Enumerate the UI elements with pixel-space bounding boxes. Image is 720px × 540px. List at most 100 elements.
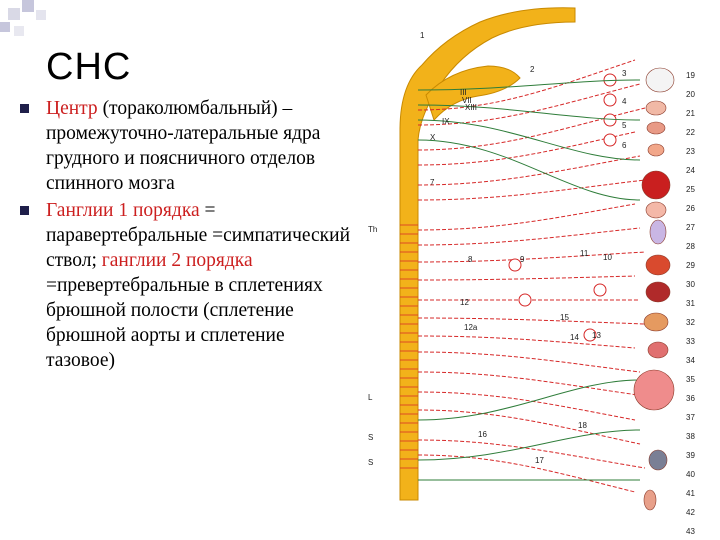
sympathetic-pathway [417,335,636,349]
sympathetic-pathway [417,203,636,231]
figure-label: 17 [535,456,544,465]
figure-label: 28 [686,242,695,251]
figure-label: X [430,133,436,142]
figure-label: 39 [686,451,695,460]
eye-organ [645,67,675,93]
bullet-2-text-2: =превертебральные в сплетениях брюшной п… [46,275,323,371]
figure-label: 36 [686,394,695,403]
figure-label: III [460,88,467,97]
figure-label: 11 [580,249,589,258]
figure-label: 35 [686,375,695,384]
spleen-organ [647,341,669,359]
slide-title: СНС [46,46,132,88]
gland-organ [646,121,666,135]
parasympathetic-pathway [417,79,641,91]
figure-label: 25 [686,185,695,194]
figure-label: 10 [603,253,612,262]
ganglion-node [593,283,607,297]
figure-label: 15 [560,313,569,322]
ganglion-node [518,293,532,307]
figure-label: 5 [622,121,627,130]
figure-label: 13 [592,331,601,340]
stomach-organ [645,254,671,276]
figure-label: L [368,393,373,402]
figure-label: 6 [622,141,627,150]
figure-label: 3 [622,69,627,78]
sympathetic-pathway [417,439,646,469]
ganglion-node [603,113,617,127]
figure-label: 16 [478,430,487,439]
figure-label: 30 [686,280,695,289]
sympathetic-pathway [417,227,641,246]
ganglion-node [583,328,597,342]
gland-organ [645,100,667,116]
bullet-1-text: (тораколюмбальный) – промежуточно-латера… [46,98,321,194]
parasympathetic-pathway [417,104,641,121]
ganglion-node [603,93,617,107]
bullet-2-keyword-1: Ганглии 1 порядка [46,200,200,221]
pancreas-organ [643,312,669,332]
bullet-list: Центр (тораколюмбальный) – промежуточно-… [18,96,353,373]
figure-label: 37 [686,413,695,422]
figure-label: 43 [686,527,695,536]
ganglion-node [508,258,522,272]
genital-organ [643,489,657,511]
sympathetic-pathway [417,59,636,111]
figure-label: 41 [686,489,695,498]
figure-label: 27 [686,223,695,232]
kidney-organ [649,219,667,245]
figure-label: 21 [686,109,695,118]
heart-organ [641,170,671,200]
sympathetic-pathway [417,317,646,325]
ganglion-node [603,133,617,147]
figure-label: S [368,433,373,442]
figure-label: 4 [622,97,627,106]
figure-label: 18 [578,421,587,430]
figure-label: 33 [686,337,695,346]
figure-label: 14 [570,333,579,342]
bladder-organ [648,449,668,471]
bullet-center: Центр (тораколюмбальный) – промежуточно-… [18,96,353,196]
figure-label: XIII [465,103,477,112]
bullet-1-keyword: Центр [46,98,98,119]
figure-label: 26 [686,204,695,213]
figure-label: 23 [686,147,695,156]
sympathetic-pathway [417,351,641,373]
corner-decoration [0,0,46,36]
parasympathetic-pathway [417,379,641,421]
gland-organ [647,143,665,157]
sympathetic-pathway [417,409,641,445]
figure-label: 12a [464,323,478,332]
figure-label: 9 [520,255,525,264]
figure-label: 1 [420,31,425,40]
figure-label: 20 [686,90,695,99]
figure-label: 38 [686,432,695,441]
figure-label: 24 [686,166,695,175]
figure-label: 22 [686,128,695,137]
lung-organ [645,201,667,219]
figure-label: Th [368,225,377,234]
parasympathetic-pathway [417,429,641,461]
figure-label: 8 [468,255,473,264]
figure-label: 42 [686,508,695,517]
brain-stem-lobe [425,65,521,121]
sympathetic-pathway [417,155,641,186]
figure-label: S [368,458,373,467]
figure-label: 29 [686,261,695,270]
liver-organ [645,281,671,303]
parasympathetic-pathway [417,139,641,201]
bullet-2-text-1: = паравертебральные =симпатический ствол… [46,200,351,271]
sympathetic-pathway [417,275,636,281]
figure-label: 2 [530,65,535,74]
figure-label: 7 [430,178,435,187]
bullet-ganglia: Ганглии 1 порядка = паравертебральные =с… [18,198,353,373]
intestine-organ [633,369,675,411]
figure-label: 40 [686,470,695,479]
figure-label: 19 [686,71,695,80]
ganglion-node [603,73,617,87]
figure-label: VII [462,96,472,105]
figure-label: IX [442,117,450,126]
figure-label: 31 [686,299,695,308]
bullet-2-keyword-2: ганглии 2 порядка [101,250,253,271]
